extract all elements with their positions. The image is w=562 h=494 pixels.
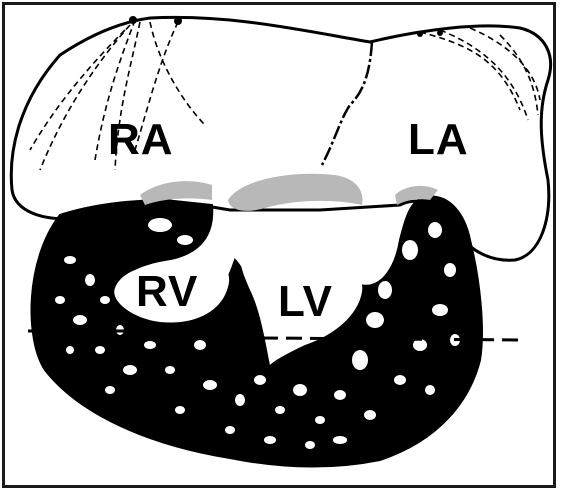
sinus-dot <box>174 17 182 25</box>
sinus-dot <box>437 30 443 36</box>
label-la: LA <box>408 118 469 162</box>
label-lv: LV <box>278 280 333 324</box>
sinus-dot <box>129 16 137 24</box>
label-ra: RA <box>108 118 174 162</box>
sinus-dot <box>417 31 423 37</box>
label-rv: RV <box>136 270 198 314</box>
section-line-right <box>262 338 520 340</box>
